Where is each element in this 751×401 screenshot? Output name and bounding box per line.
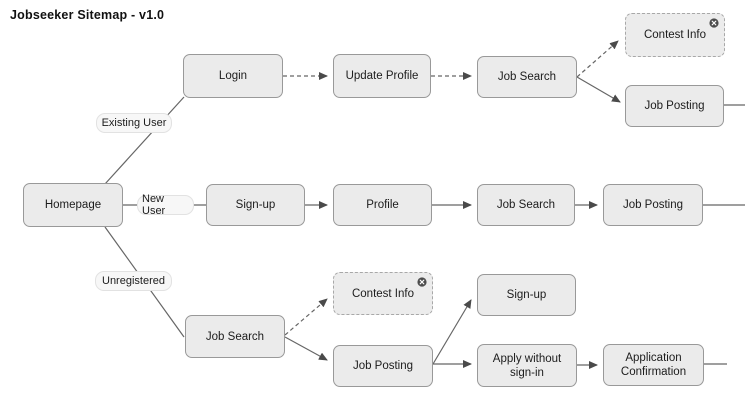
node-homepage-label: Homepage bbox=[44, 199, 102, 211]
remove-node-icon[interactable] bbox=[709, 18, 719, 28]
diagram-title: Jobseeker Sitemap - v1.0 bbox=[10, 8, 165, 22]
node-login-label: Login bbox=[218, 70, 248, 82]
node-sign-up-unregistered[interactable]: Sign-up bbox=[477, 274, 576, 316]
node-login[interactable]: Login bbox=[183, 54, 283, 98]
node-sign-up-unregistered-label: Sign-up bbox=[506, 289, 547, 301]
node-job-posting-existing-label: Job Posting bbox=[644, 100, 705, 112]
node-apply-without-sign-in-label: Apply without sign-in bbox=[492, 352, 562, 379]
node-update-profile-label: Update Profile bbox=[345, 70, 419, 82]
node-job-posting-new-label: Job Posting bbox=[622, 199, 684, 211]
node-application-confirmation-label: Application Confirmation bbox=[620, 352, 687, 378]
node-apply-without-sign-in[interactable]: Apply without sign-in bbox=[477, 344, 577, 387]
node-job-search-existing-label: Job Search bbox=[497, 71, 557, 83]
node-job-search-new-label: Job Search bbox=[496, 199, 556, 211]
node-job-search-unregistered-label: Job Search bbox=[205, 330, 265, 343]
node-contest-info-unregistered-label: Contest Info bbox=[351, 287, 414, 300]
node-job-posting-unregistered[interactable]: Job Posting bbox=[333, 345, 433, 387]
node-sign-up-new-label: Sign-up bbox=[235, 199, 276, 211]
node-sign-up-new[interactable]: Sign-up bbox=[206, 184, 305, 226]
branch-tag-existing-user[interactable]: Existing User bbox=[96, 113, 172, 133]
branch-tag-new-user-label: New User bbox=[142, 193, 166, 217]
node-job-search-existing[interactable]: Job Search bbox=[477, 56, 577, 98]
branch-tag-existing-user-label: Existing User bbox=[101, 117, 167, 129]
node-update-profile[interactable]: Update Profile bbox=[333, 54, 431, 98]
node-job-search-unregistered[interactable]: Job Search bbox=[185, 315, 285, 358]
branch-tag-unregistered[interactable]: Unregistered bbox=[95, 271, 172, 291]
node-contest-info-unregistered[interactable]: Contest Info bbox=[333, 272, 433, 315]
branch-tag-unregistered-label: Unregistered bbox=[102, 275, 165, 287]
node-profile-label: Profile bbox=[366, 199, 399, 211]
node-profile[interactable]: Profile bbox=[333, 184, 432, 226]
node-application-confirmation[interactable]: Application Confirmation bbox=[603, 344, 704, 386]
branch-tag-new-user[interactable]: New User bbox=[137, 193, 194, 217]
node-contest-info-existing[interactable]: Contest Info bbox=[625, 13, 725, 57]
node-homepage[interactable]: Homepage bbox=[23, 183, 123, 227]
node-job-posting-existing[interactable]: Job Posting bbox=[625, 85, 724, 127]
remove-node-icon[interactable] bbox=[417, 277, 427, 287]
node-contest-info-existing-label: Contest Info bbox=[643, 29, 706, 41]
node-job-posting-unregistered-label: Job Posting bbox=[352, 360, 414, 372]
node-job-posting-new[interactable]: Job Posting bbox=[603, 184, 703, 226]
node-job-search-new[interactable]: Job Search bbox=[477, 184, 575, 226]
